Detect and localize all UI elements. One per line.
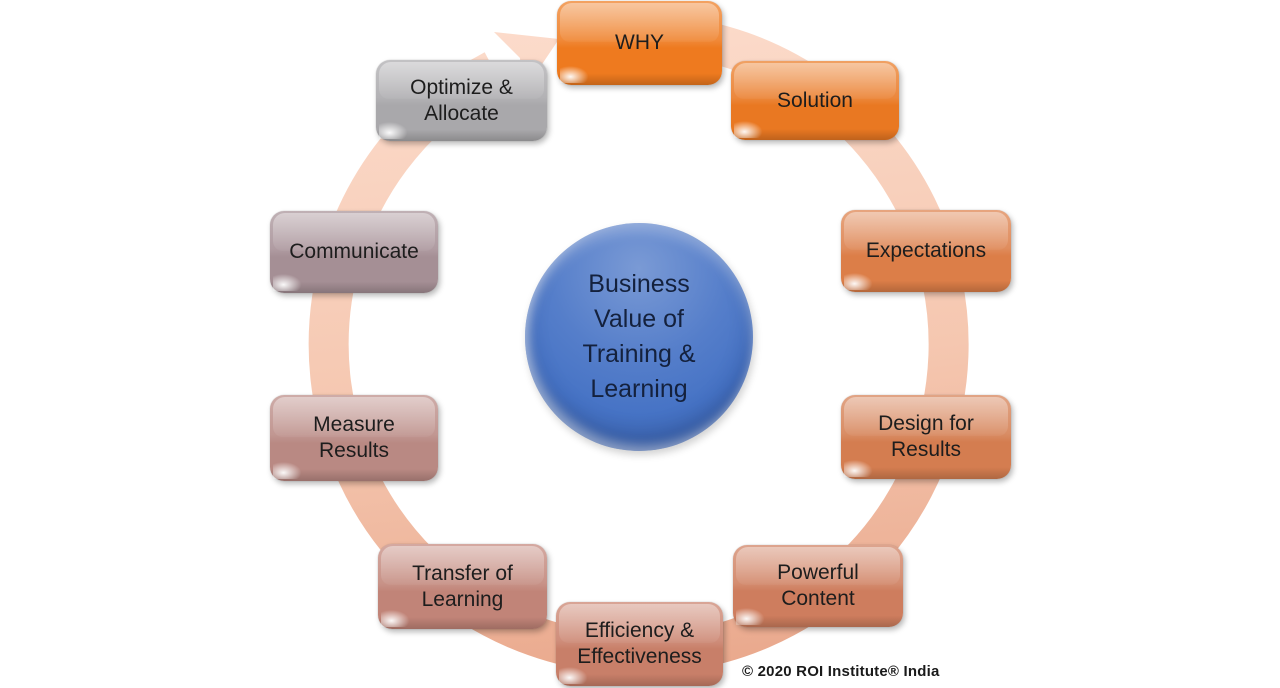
step-box-communicate: Communicate <box>270 211 438 293</box>
step-box-optimize-allocate: Optimize & Allocate <box>376 60 547 141</box>
step-box-powerful-content: Powerful Content <box>733 545 903 627</box>
step-box-expectations: Expectations <box>841 210 1011 292</box>
step-box-why: WHY <box>557 1 722 85</box>
step-label-transfer-of-learning: Transfer of Learning <box>412 561 513 611</box>
center-circle-label: Business Value of Training & Learning <box>582 270 696 403</box>
step-label-solution: Solution <box>777 88 853 112</box>
step-label-efficiency-effectiveness: Efficiency & Effectiveness <box>577 619 702 668</box>
step-label-powerful-content: Powerful Content <box>777 561 859 610</box>
step-label-measure-results: Measure Results <box>313 413 395 462</box>
step-box-design-for-results: Design for Results <box>841 395 1011 479</box>
step-label-optimize-allocate: Optimize & Allocate <box>410 75 513 125</box>
step-label-expectations: Expectations <box>865 239 987 263</box>
step-box-efficiency-effectiveness: Efficiency & Effectiveness <box>556 602 723 686</box>
step-box-measure-results: Measure Results <box>270 395 438 481</box>
step-label-communicate: Communicate <box>289 240 419 264</box>
step-label-why: WHY <box>615 31 664 55</box>
copyright-text: © 2020 ROI Institute® India <box>742 663 940 680</box>
step-label-design-for-results: Design for Results <box>878 412 974 461</box>
step-box-transfer-of-learning: Transfer of Learning <box>378 544 547 629</box>
step-box-solution: Solution <box>731 61 899 140</box>
center-circle: Business Value of Training & Learning <box>525 223 753 451</box>
